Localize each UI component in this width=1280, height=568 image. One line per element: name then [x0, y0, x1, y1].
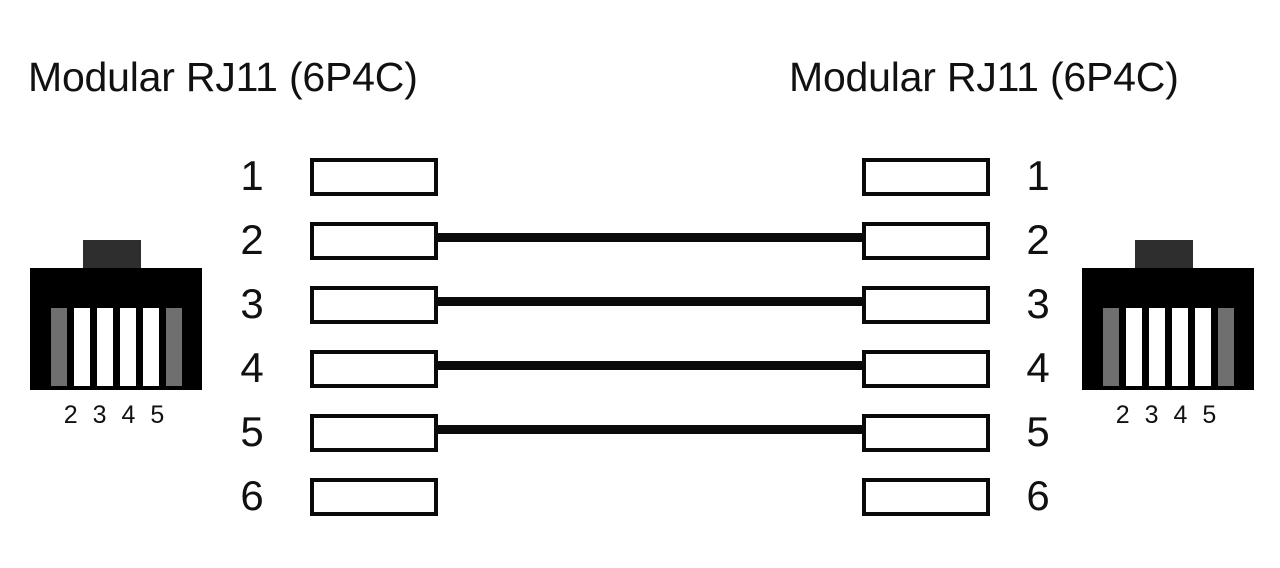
left-jack-slot-6 [165, 308, 182, 386]
left-jack-slot-5 [142, 308, 159, 386]
right-jack-slot-4 [1171, 308, 1188, 386]
left-pin-number: 6 [240, 472, 264, 519]
left-jack-slot-1 [50, 308, 67, 386]
left-pin-contact-6 [310, 478, 438, 516]
right-pin-contact-5 [862, 414, 990, 452]
wire-pin-5 [438, 425, 862, 434]
left-pin-number: 2 [240, 216, 264, 263]
left-jack-contact-slots [30, 268, 202, 390]
right-rj11-jack-illustration: 2 3 4 5 [1082, 240, 1254, 430]
left-pin-number: 3 [240, 280, 264, 327]
right-jack-slot-3 [1148, 308, 1165, 386]
right-pin-number: 5 [1026, 408, 1050, 455]
left-pin-number: 1 [240, 152, 264, 199]
wire-pin-4 [438, 361, 862, 370]
left-pin-contact-2 [310, 222, 438, 260]
left-pin-contact-4 [310, 350, 438, 388]
left-pin-contact-3 [310, 286, 438, 324]
right-connector-title: Modular RJ11 (6P4C) [789, 54, 1179, 100]
right-jack-slot-1 [1102, 308, 1119, 386]
right-pin-number: 6 [1026, 472, 1050, 519]
right-jack-caption: 2 3 4 5 [1115, 401, 1221, 429]
right-jack-slot-2 [1125, 308, 1142, 386]
left-pin-number: 4 [240, 344, 264, 391]
right-jack-contact-slots [1082, 268, 1254, 390]
right-pin-number: 3 [1026, 280, 1050, 327]
right-pin-contact-2 [862, 222, 990, 260]
left-jack-slot-4 [119, 308, 136, 386]
right-jack-slot-6 [1217, 308, 1234, 386]
left-pin-contact-1 [310, 158, 438, 196]
wire-pin-2 [438, 233, 862, 242]
right-pin-contact-3 [862, 286, 990, 324]
left-jack-slot-3 [96, 308, 113, 386]
left-rj11-jack-illustration: 2 3 4 5 [30, 240, 202, 430]
right-jack-slot-5 [1194, 308, 1211, 386]
left-jack-caption: 2 3 4 5 [63, 401, 169, 429]
left-pin-contact-5 [310, 414, 438, 452]
right-pin-number: 4 [1026, 344, 1050, 391]
wire-pin-3 [438, 297, 862, 306]
left-jack-latch-tab-icon [83, 240, 141, 270]
right-pin-contact-4 [862, 350, 990, 388]
left-pin-number: 5 [240, 408, 264, 455]
left-jack-slot-2 [73, 308, 90, 386]
right-pin-number: 2 [1026, 216, 1050, 263]
right-pin-contact-1 [862, 158, 990, 196]
right-jack-latch-tab-icon [1135, 240, 1193, 270]
right-pin-contact-6 [862, 478, 990, 516]
right-pin-number: 1 [1026, 152, 1050, 199]
left-connector-title: Modular RJ11 (6P4C) [28, 54, 418, 100]
